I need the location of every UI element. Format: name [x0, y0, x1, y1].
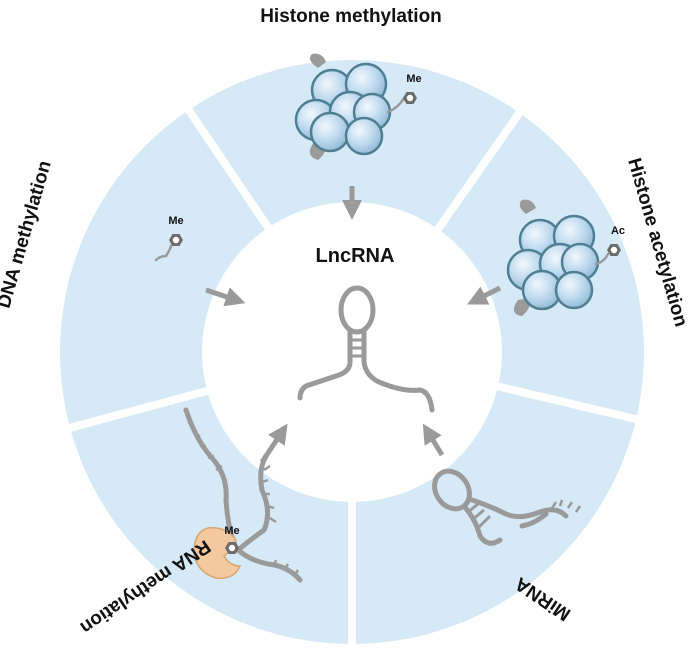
segment-label-dna-methylation: DNA methylation — [0, 158, 56, 310]
dna-methylation-mark-icon: Me — [154, 215, 184, 262]
reader-protein-icon — [193, 527, 242, 579]
rna-methylation-mark-label: Me — [224, 525, 239, 537]
histone-methylation-nucleosome-icon: Me — [294, 53, 422, 160]
segment-label-histone-methylation: Histone methylation — [260, 6, 442, 27]
arrow-from-dna-methylation — [205, 287, 246, 307]
arrow-from-mirna — [422, 423, 445, 457]
histone-acetylation-nucleosome-icon: Ac — [506, 199, 625, 316]
dna-methylation-mark-label: Me — [168, 215, 183, 227]
histone-methylation-mark-label: Me — [406, 73, 421, 85]
mirna-hairpin-icon — [432, 468, 582, 546]
rna-methylation-strand-icon: Me — [183, 407, 303, 583]
center-label: LncRNA — [316, 245, 395, 267]
regulation-arrows — [205, 186, 502, 464]
lncrna-hairpin-icon — [297, 285, 435, 413]
segment-label-mirna: MiRNA — [511, 572, 575, 624]
histone-acetylation-mark-label: Ac — [611, 225, 625, 237]
arrow-from-histone-acetylation — [467, 285, 502, 305]
